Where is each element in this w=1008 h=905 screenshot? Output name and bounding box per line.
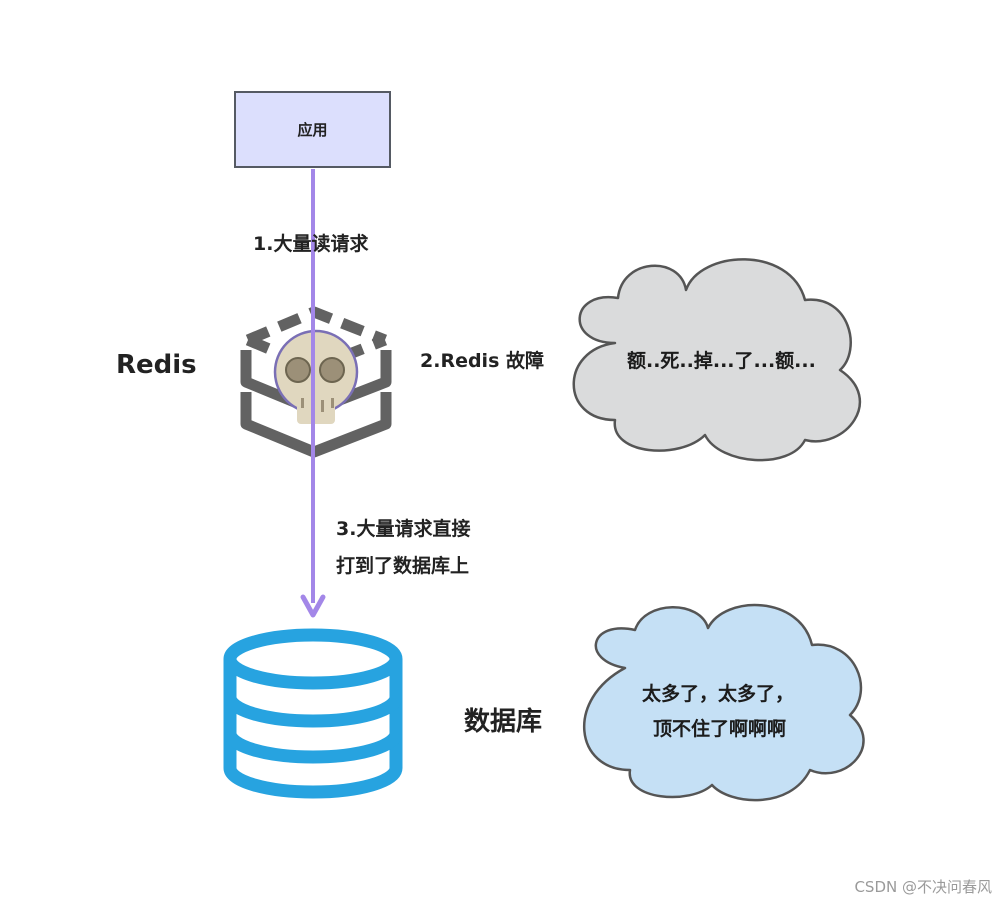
redis-thought-cloud xyxy=(572,258,862,462)
db-cloud-text-line1: 太多了，太多了， xyxy=(642,683,795,705)
redis-cloud-text: 额..死..掉...了...额... xyxy=(627,350,816,372)
watermark: CSDN @不决问春风 xyxy=(854,878,992,896)
db-cloud-text-line2: 顶不住了啊啊啊 xyxy=(653,718,787,740)
app-box-label: 应用 xyxy=(297,121,328,139)
step3-label-line2: 打到了数据库上 xyxy=(336,555,470,577)
skull-icon xyxy=(273,329,359,424)
database-icon xyxy=(223,628,403,799)
database-label: 数据库 xyxy=(464,707,543,737)
app-box: 应用 xyxy=(234,91,391,168)
step2-label: 2.Redis 故障 xyxy=(420,350,544,372)
redis-label: Redis xyxy=(116,350,197,380)
step1-label: 1.大量读请求 xyxy=(253,233,369,255)
request-arrow xyxy=(300,169,326,618)
database-thought-cloud xyxy=(583,603,865,802)
step3-label-line1: 3.大量请求直接 xyxy=(336,518,471,540)
